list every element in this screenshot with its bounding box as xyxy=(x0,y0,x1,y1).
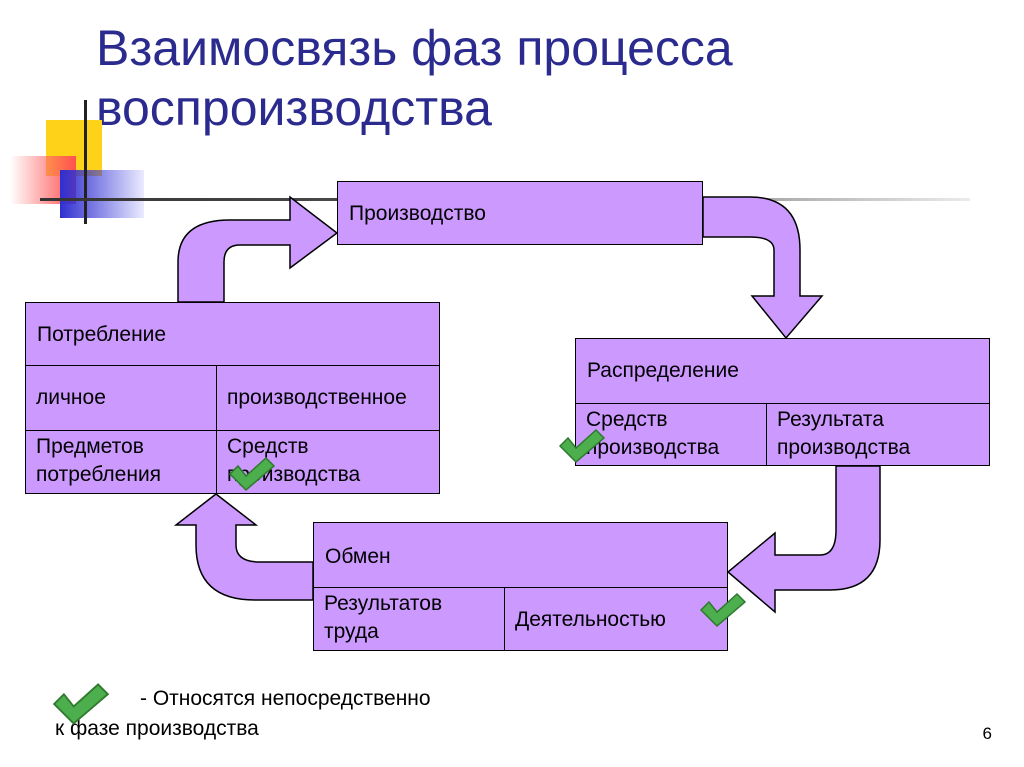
decor-blue-square xyxy=(60,170,144,218)
distribution-results-cell: Результата производства xyxy=(766,403,990,466)
distribution-means-cell: Средств производства xyxy=(575,403,767,466)
consumption-header: Потребление xyxy=(37,323,167,346)
consumption-personal-label: личное xyxy=(25,365,217,431)
check-icon xyxy=(699,592,747,628)
decor-vertical-line xyxy=(84,100,87,224)
arrow-exchange-to-consumption xyxy=(173,493,314,601)
production-header: Производство xyxy=(349,202,486,225)
consumption-goods-cell: Предметов потребления xyxy=(25,430,217,494)
production-box: Производство xyxy=(337,181,703,245)
distribution-header: Распределение xyxy=(587,359,739,382)
exchange-labor-cell: Результатов труда xyxy=(313,587,505,651)
page-number: 6 xyxy=(982,724,992,743)
arrow-production-to-distribution xyxy=(702,196,824,340)
legend-text-line1: - Относятся непосредственно xyxy=(140,687,431,710)
exchange-box: Обмен xyxy=(313,522,728,588)
check-icon xyxy=(228,456,276,492)
arrow-distribution-to-exchange xyxy=(726,465,881,614)
exchange-header: Обмен xyxy=(325,545,391,568)
check-icon xyxy=(52,683,110,725)
check-icon xyxy=(558,428,606,464)
distribution-box: Распределение xyxy=(575,338,990,404)
slide-title: Взаимосвязь фаз процесса воспроизводства xyxy=(96,20,733,136)
consumption-productive-label: производственное xyxy=(216,365,440,431)
arrow-consumption-to-production xyxy=(177,195,339,303)
exchange-activity-cell: Деятельностью xyxy=(504,587,728,651)
legend-text-line2: к фазе производства xyxy=(55,717,259,740)
consumption-box: Потребление xyxy=(25,302,440,366)
